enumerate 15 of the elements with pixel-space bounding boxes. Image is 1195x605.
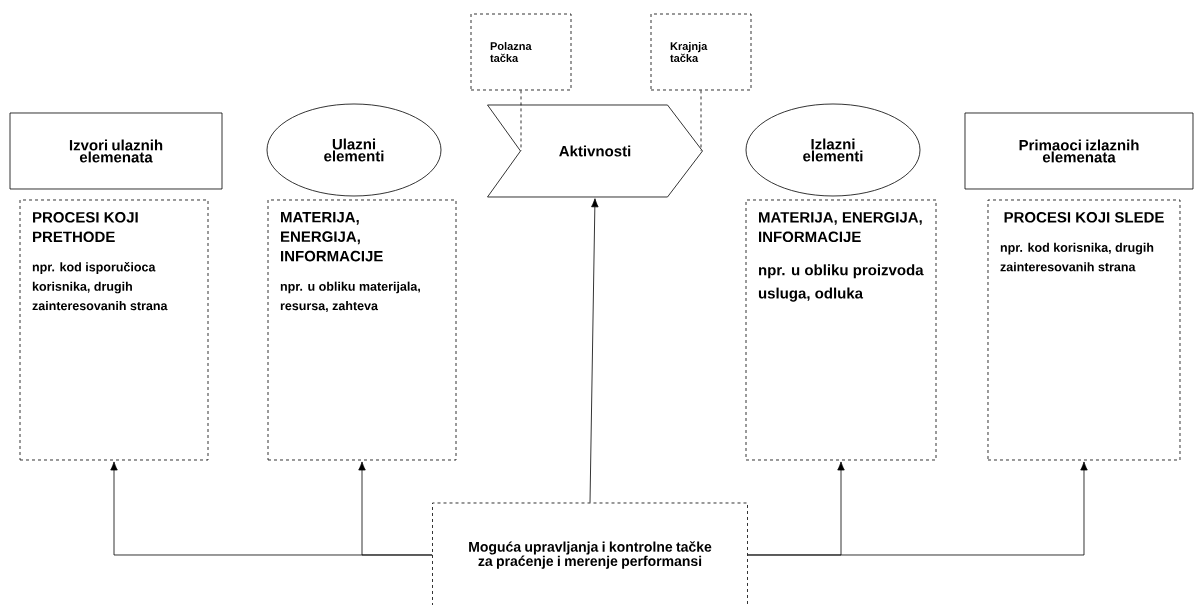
chevron: Aktivnosti xyxy=(487,104,703,198)
arrow xyxy=(747,461,1088,556)
dashed-box: PROCESI KOJI PRETHODE npr. kod isporučioca korisnika, drugih zainteresovanih strana xyxy=(19,199,209,461)
dashed-box: MATERIJA, ENERGIJA, INFORMACIJE npr. u obliku materijala, resursa, zahteva xyxy=(267,199,457,461)
heading-box: Izvori ulaznih elemenata xyxy=(9,112,223,190)
leader-line xyxy=(700,90,702,152)
arrow xyxy=(358,461,433,556)
leader-line xyxy=(520,90,522,152)
callout-box: Krajnja tačka xyxy=(650,13,752,91)
dashed-box: MATERIJA, ENERGIJA, INFORMACIJE npr. u obliku proizvoda usluga, odluka xyxy=(745,199,937,461)
callout-box: Polazna tačka xyxy=(470,13,572,91)
heading-box: Primaoci izlaznih elemenata xyxy=(964,112,1194,190)
dashed-box: PROCESI KOJI SLEDE npr. kod korisnika, drugih zainteresovanih strana xyxy=(987,199,1181,461)
dashed-box: Moguća upravljanja i kontrolne tačke za praćenje i merenje performansi xyxy=(432,502,748,605)
arrow xyxy=(589,198,599,503)
